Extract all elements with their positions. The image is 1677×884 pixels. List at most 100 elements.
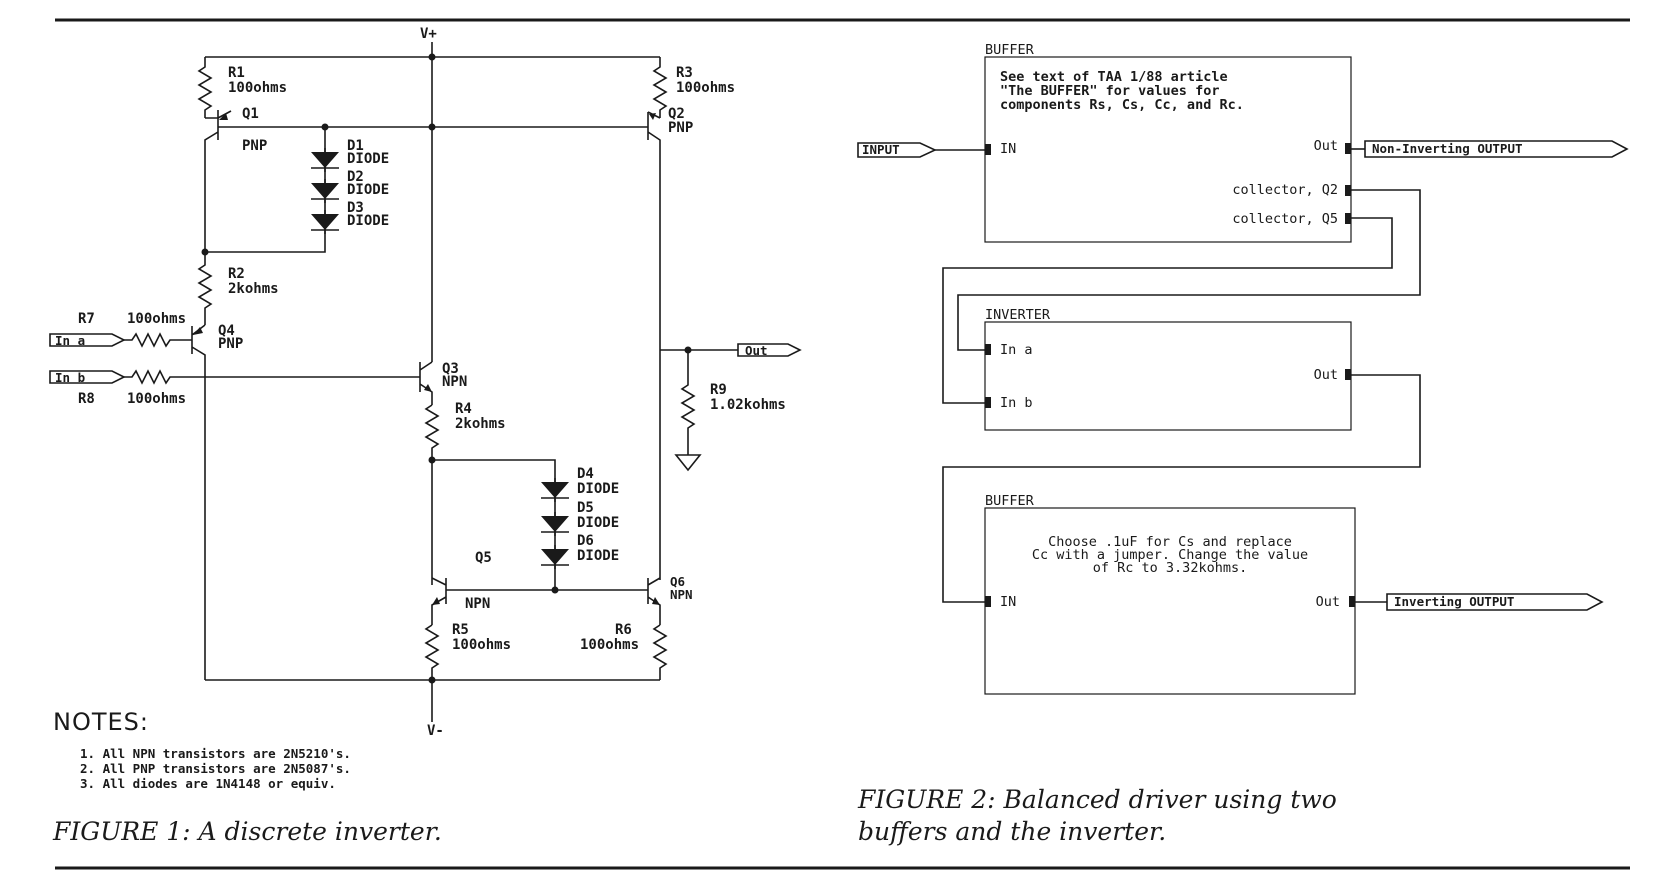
d5-ref: D5 [577, 500, 594, 516]
in-b-port-label: In b [55, 370, 85, 385]
figure2-caption-line1: FIGURE 2: Balanced driver using two [857, 785, 1337, 814]
d5-type: DIODE [577, 515, 619, 531]
q3-arrow-icon [424, 384, 432, 392]
note-1: 1. All NPN transistors are 2N5210's. [80, 746, 351, 761]
non-inverting-output-label: Non-Inverting OUTPUT [1372, 141, 1523, 156]
pin-marker [1349, 596, 1355, 607]
q4-type: PNP [218, 336, 243, 352]
r2-value: 2kohms [228, 281, 279, 297]
in-a-port-label: In a [55, 333, 85, 348]
r7-resistor [124, 332, 192, 348]
r5-value: 100ohms [452, 637, 511, 653]
buffer2-pin-in: IN [1000, 594, 1016, 610]
q4-transistor [191, 324, 206, 680]
r9-resistor [680, 350, 696, 455]
r8-resistor [124, 369, 420, 385]
buffer2-note-3: of Rc to 3.32kohms. [1093, 560, 1247, 576]
junction-dot [428, 676, 436, 684]
inverter-block [984, 321, 1352, 431]
input-port-label: INPUT [862, 142, 900, 157]
q5-arrow-icon [432, 597, 440, 605]
d1-type: DIODE [347, 151, 389, 167]
r4-resistor [424, 404, 440, 460]
d2-type: DIODE [347, 182, 389, 198]
q2-to-in-a-wire [957, 189, 1421, 351]
note-2: 2. All PNP transistors are 2N5087's. [80, 761, 351, 776]
out-port-label: Out [745, 343, 768, 358]
d4-ref: D4 [577, 466, 594, 482]
r5-resistor [424, 624, 440, 680]
r6-resistor [652, 624, 668, 680]
non-inverting-output-port [1364, 140, 1629, 158]
inverting-output-port [1386, 593, 1604, 611]
d1-ref: D1 [347, 138, 364, 154]
r3-value: 100ohms [676, 80, 735, 96]
q6-type: NPN [670, 587, 693, 602]
q6-arrow-icon [652, 597, 660, 605]
buffer2-note-1: Choose .1uF for Cs and replace [1048, 534, 1292, 550]
buffer1-note-1: See text of TAA 1/88 article [1000, 69, 1228, 85]
r3-ref: R3 [676, 65, 693, 81]
figure1-schematic: V+ V- R1 100ohms Q1 PNP D1 DIODE D2 DIOD… [49, 26, 802, 739]
inverting-output-label: Inverting OUTPUT [1394, 594, 1514, 609]
figure1-caption: FIGURE 1: A discrete inverter. [52, 817, 442, 846]
r4-value: 2kohms [455, 416, 506, 432]
junction-dot [201, 248, 209, 256]
q4-arrow-icon [193, 327, 203, 335]
q2-arrow-icon [649, 113, 656, 120]
r6-ref: R6 [615, 622, 632, 638]
d3-type: DIODE [347, 213, 389, 229]
q1-ref: Q1 [242, 106, 259, 122]
buffer1-pin-out: Out [1314, 138, 1338, 154]
r1-value: 100ohms [228, 80, 287, 96]
pin-marker [985, 397, 991, 408]
r9-ref: R9 [710, 382, 727, 398]
in-b-port [49, 370, 126, 384]
buffer1-pin-q5: collector, Q5 [1232, 211, 1338, 227]
q1-arrow-icon [219, 113, 228, 120]
d5-diode [540, 511, 570, 537]
r7-value: 100ohms [127, 311, 186, 327]
pin-marker [1345, 143, 1351, 154]
q2-ref: Q2 [668, 106, 685, 122]
buffer1-note-3: components Rs, Cs, Cc, and Rc. [1000, 97, 1244, 113]
r5-ref: R5 [452, 622, 469, 638]
vminus-rail [205, 679, 660, 722]
r2-ref: R2 [228, 266, 245, 282]
pin-marker [1345, 213, 1351, 224]
r2-resistor [197, 155, 213, 325]
r6-value: 100ohms [580, 637, 639, 653]
pin-marker [985, 596, 991, 607]
lower-diode-wire [432, 459, 556, 590]
inverter-pin-out: Out [1314, 367, 1338, 383]
d1-diode [310, 147, 340, 173]
d4-type: DIODE [577, 481, 619, 497]
buffer2-pin-out: Out [1316, 594, 1340, 610]
inverter-pin-in-a: In a [1000, 342, 1033, 358]
d2-ref: D2 [347, 169, 364, 185]
d3-ref: D3 [347, 200, 364, 216]
r8-value: 100ohms [127, 391, 186, 407]
pin-marker [1345, 185, 1351, 196]
r3-resistor [652, 57, 668, 118]
junction-dot [428, 456, 436, 464]
buffer1-pin-q2: collector, Q2 [1232, 182, 1338, 198]
buffer1-title: BUFFER [985, 42, 1035, 58]
r1-resistor [197, 57, 213, 118]
buffer1-pin-in: IN [1000, 141, 1016, 157]
r1-ref: R1 [228, 65, 245, 81]
out-port [737, 343, 802, 357]
d4-diode [540, 477, 570, 503]
vplus-label: V+ [420, 26, 437, 42]
q4-ref: Q4 [218, 323, 235, 339]
note-3: 3. All diodes are 1N4148 or equiv. [80, 776, 336, 791]
q1-transistor [204, 110, 232, 155]
input-port [857, 142, 937, 158]
q5-to-in-b-wire [942, 217, 1393, 404]
d6-type: DIODE [577, 548, 619, 564]
buffer2-note-2: Cc with a jumper. Change the value [1032, 547, 1308, 563]
q2-type: PNP [668, 120, 693, 136]
r9-value: 1.02kohms [710, 397, 786, 413]
q6-ref: Q6 [670, 574, 685, 589]
